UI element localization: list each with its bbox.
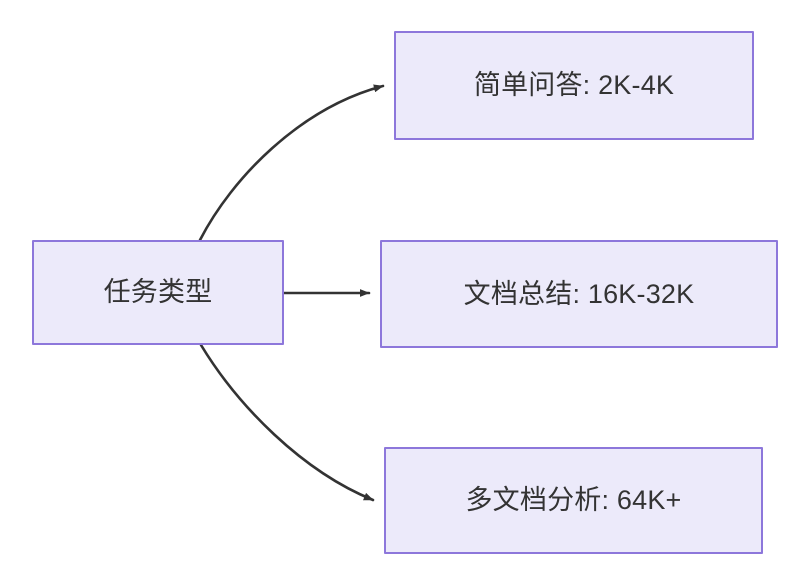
node-doc-summary-label: 文档总结: 16K-32K: [463, 278, 695, 309]
node-doc-summary[interactable]: 文档总结: 16K-32K: [380, 240, 778, 348]
node-multi-doc-analysis[interactable]: 多文档分析: 64K+: [384, 447, 763, 554]
edge-task-type-to-multi-doc-analysis: [199, 343, 375, 502]
edge-task-type-to-simple-qa: [198, 84, 385, 242]
node-multi-doc-analysis-label: 多文档分析: 64K+: [465, 485, 682, 516]
node-task-type[interactable]: 任务类型: [32, 240, 284, 345]
node-simple-qa-label: 简单问答: 2K-4K: [473, 70, 675, 101]
node-task-type-label: 任务类型: [103, 277, 213, 308]
node-simple-qa[interactable]: 简单问答: 2K-4K: [394, 31, 754, 140]
